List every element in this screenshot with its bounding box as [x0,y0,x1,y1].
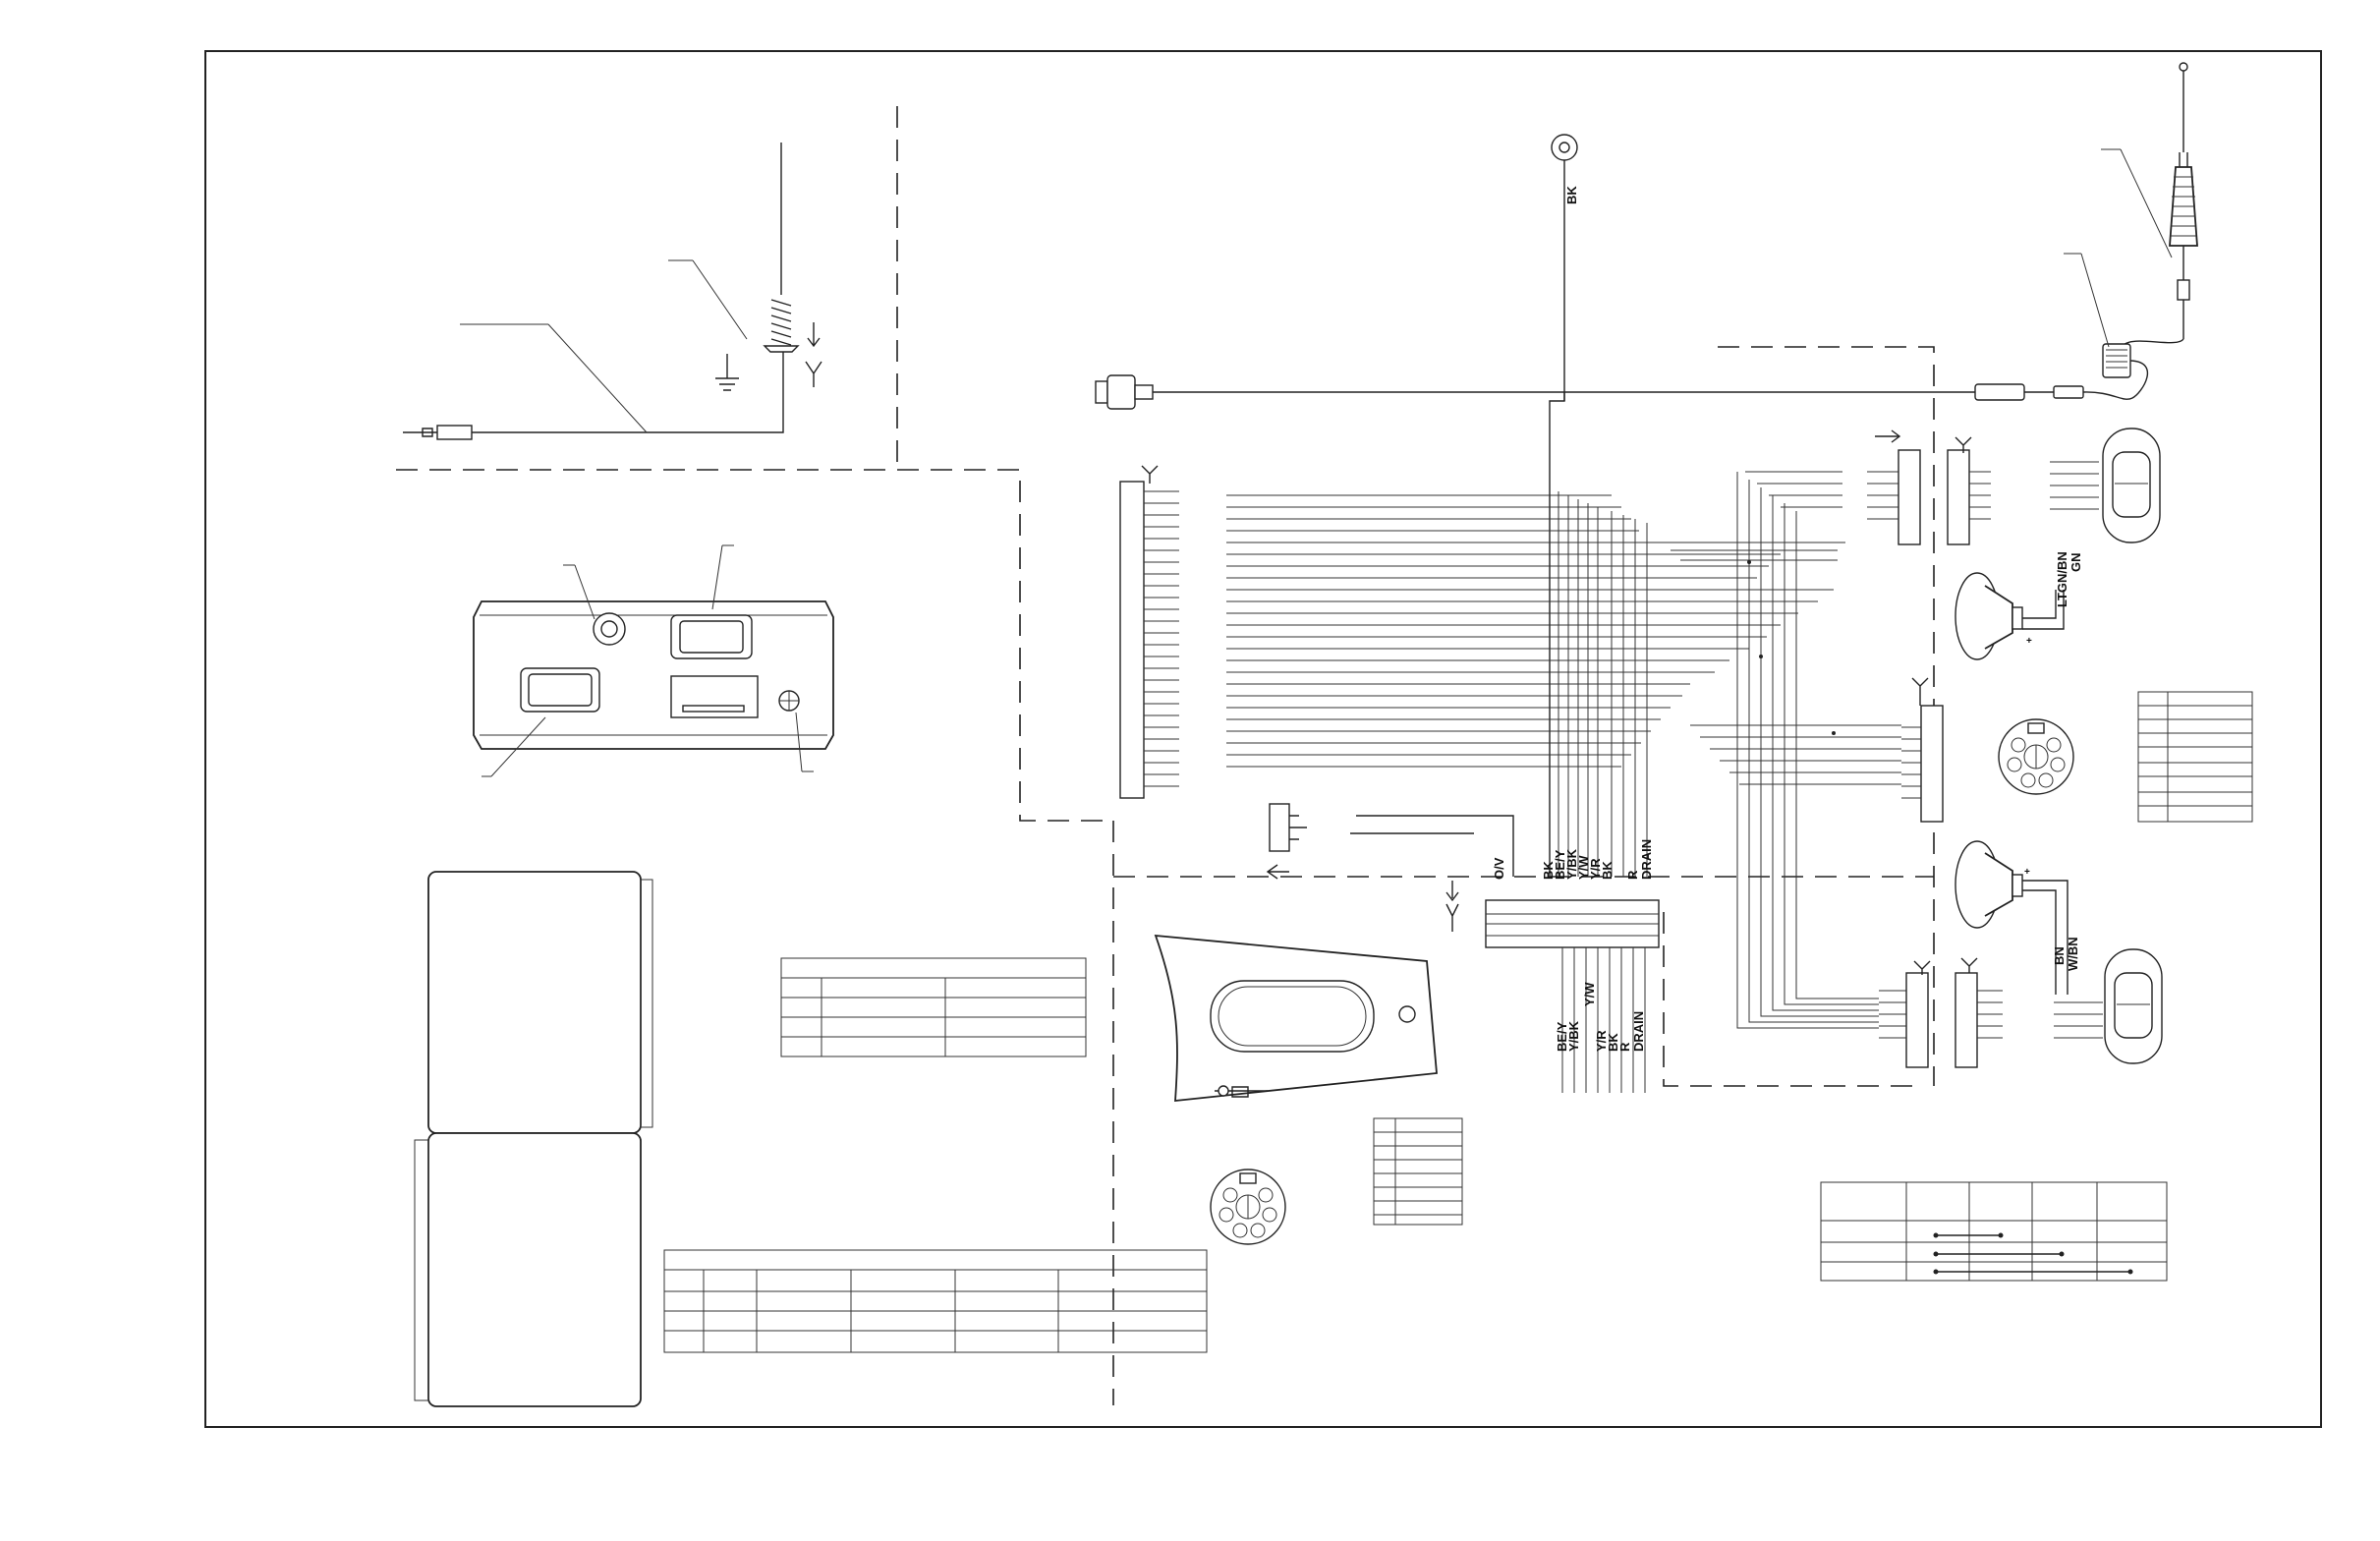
harness-lower-label: Y/W [1582,982,1597,1006]
switch-continuity-table [1820,1181,2168,1282]
svg-text:+: + [2026,636,2032,647]
whip-antenna-assembly [403,143,822,440]
spec-table-right [2137,691,2253,823]
harness-lower-label: Y/BK [1566,1020,1581,1052]
wire-label-bk-ground: BK [1564,186,1579,204]
spec-table-bottom [663,1249,1208,1353]
switch-icon-right [1998,718,2074,795]
connector-plug-right-upper [2102,428,2161,543]
harness-lower-label: Y/R [1594,1030,1609,1052]
connector-plug-right-lower [2104,948,2163,1064]
harness-upper-label: Y/R [1588,858,1603,880]
harness-upper-label: R [1625,870,1640,880]
right-upper-connectors [1867,429,2099,545]
speaker-icon: + LTGN/BN GN [1955,551,2083,660]
small-connector-icon [1266,803,1514,880]
harness-lower-label: DRAIN [1631,1011,1646,1052]
radio-connector-block [1119,465,1159,799]
amplifier-module [414,871,653,1407]
wire-label-right-speaker-2: GN [2068,553,2083,573]
antenna-icon [2064,62,2198,400]
wire-label-right-speaker-1: LTGN/BN [2055,551,2069,607]
harness-lower-label: BE/Y [1555,1021,1569,1052]
switch-housing [1154,934,1438,1103]
harness-upper-label: O/V [1492,857,1506,880]
harness-upper-label: BK [1600,861,1615,880]
harness-wires [1144,471,1901,1029]
arrow-icon [805,322,822,387]
harness-upper-label: BK [1541,861,1556,880]
harness-upper-label: BE/Y [1553,849,1567,880]
harness-lower-label: R [1617,1042,1632,1052]
ground-ring-terminal: BK [1549,134,1579,877]
wire-label-left-speaker-1: BN [2052,946,2067,965]
harness-upper-label: DRAIN [1639,839,1654,880]
radio-unit [473,544,834,777]
harness-upper-label: Y/W [1576,855,1591,880]
region-separators [396,106,1935,1405]
antenna-plug-icon [403,425,473,440]
spec-table-left [780,957,1087,1057]
harness-lower-wires [1561,947,1646,1093]
harness-upper-label: Y/BK [1564,848,1579,880]
diagram-frame [204,50,2322,1428]
harness-lower-label: BK [1606,1033,1620,1052]
right-mid-connector [1901,677,1944,823]
right-lower-connectors: BN W/BN [1879,937,2103,1068]
wire-label-left-speaker-2: W/BN [2066,937,2080,971]
svg-text:+: + [2024,867,2030,878]
speaker-icon-lower: + [1955,840,2068,995]
spec-table-small [1373,1117,1463,1226]
harness-mid-connector [1445,881,1660,948]
antenna-lead [1095,374,2084,410]
antenna-spring-icon [763,299,800,353]
ground-symbol-icon [715,354,739,391]
switch-icon [1210,1169,1286,1245]
